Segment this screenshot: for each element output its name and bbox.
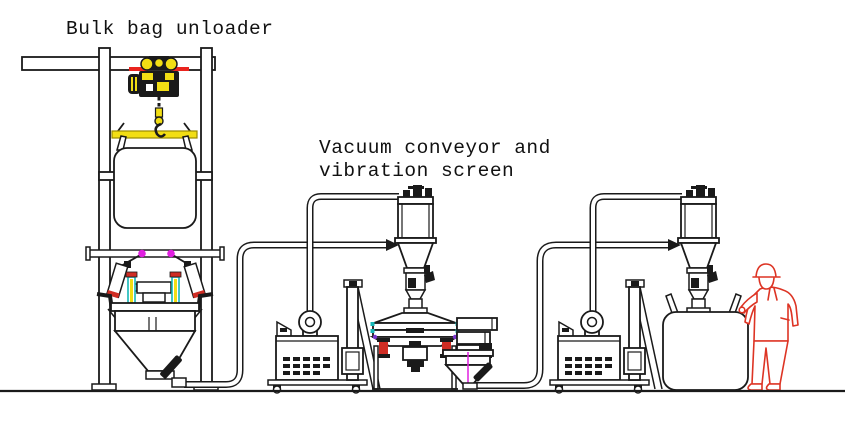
paddle-pivot-right <box>167 249 175 258</box>
operator-figure <box>738 263 799 391</box>
hoist-trolley <box>140 56 178 71</box>
table-spring-left <box>125 271 138 306</box>
massage-paddle-assembly <box>85 246 225 311</box>
bulk-bag-2 <box>662 311 749 391</box>
screen-motor <box>402 341 428 372</box>
operator-face <box>758 277 775 290</box>
vacuum-pipe-1 <box>306 193 399 320</box>
hoist-body <box>128 71 179 97</box>
hoist-hook <box>154 107 167 138</box>
title-bulk-bag-unloader: Bulk bag unloader <box>66 18 273 40</box>
massage-paddle-left <box>105 262 129 299</box>
discharge-hopper <box>107 308 203 388</box>
vacuum-receiver-1 <box>394 184 437 314</box>
operator-legs <box>751 340 789 385</box>
table-spring-right <box>169 271 182 306</box>
material-pipe-2 <box>474 239 681 389</box>
operator-hand <box>738 306 746 314</box>
operator-coat <box>744 286 799 342</box>
vacuum-receiver-2 <box>677 184 720 314</box>
hopper-vibrator-1 <box>160 355 182 379</box>
title-vacuum-conveyor-line1: Vacuum conveyor and <box>319 137 551 159</box>
bulk-bag-1 <box>113 147 197 229</box>
operator-helmet <box>752 263 781 278</box>
material-pipe-1 <box>184 239 399 388</box>
conveying-arrow-2 <box>668 239 681 251</box>
title-vacuum-conveyor-line2: vibration screen <box>319 160 514 182</box>
hoist-rail-clamp <box>129 67 189 71</box>
support-stand-2 <box>623 279 663 390</box>
operator-arm <box>740 292 758 314</box>
vacuum-pipe-2 <box>589 193 682 320</box>
paddle-pivot-left <box>138 249 146 258</box>
operator-shoes <box>747 383 781 391</box>
discharge-outlet <box>171 377 187 388</box>
hopper-vibrator-2 <box>473 362 493 382</box>
conveying-arrow-1 <box>386 239 399 251</box>
collection-hopper <box>442 349 494 390</box>
screen-band-clamp <box>406 328 424 333</box>
electric-hoist <box>128 56 189 138</box>
